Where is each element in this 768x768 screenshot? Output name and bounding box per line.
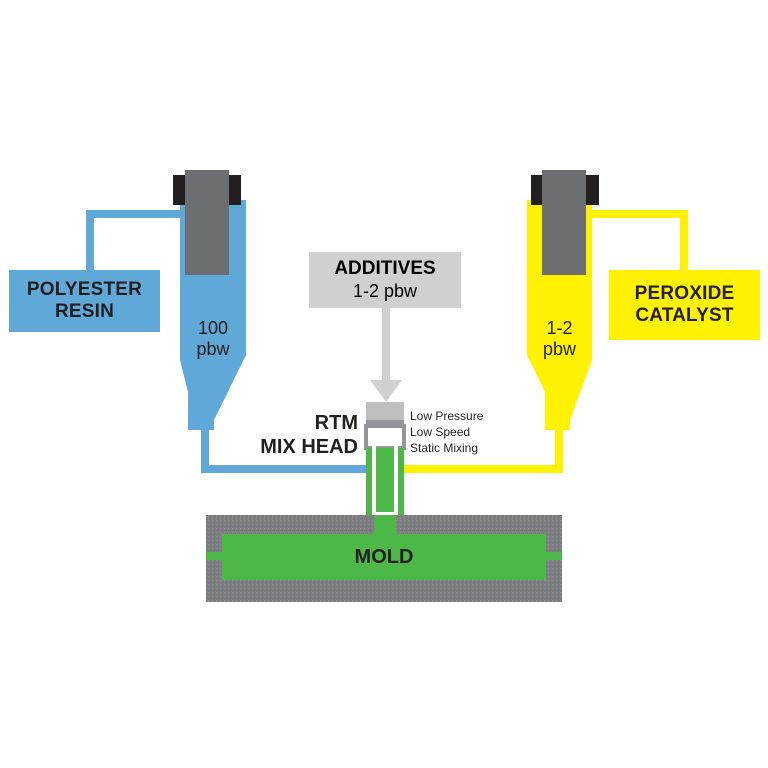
catalyst-label: PEROXIDE CATALYST	[609, 270, 760, 340]
catalyst-amount: 1-2 pbw	[527, 318, 592, 360]
mix-head-tube	[372, 428, 398, 516]
catalyst-label-line2: CATALYST	[635, 305, 734, 326]
mix-head-note-pressure: Low Pressure	[410, 409, 484, 423]
resin-outlet-line	[201, 428, 368, 473]
mix-head-cap	[366, 402, 404, 420]
additives-box	[309, 252, 461, 308]
mix-head-title-line2: MIX HEAD	[260, 436, 358, 458]
resin-label-line1: POLYESTER	[26, 279, 143, 300]
catalyst-outlet-line	[400, 428, 563, 473]
catalyst-feed-line	[590, 210, 688, 283]
resin-amount-unit: pbw	[196, 339, 230, 359]
resin-box	[9, 270, 160, 332]
mold-label: MOLD	[222, 534, 546, 580]
resin-piston	[185, 170, 229, 275]
resin-label: POLYESTER RESIN	[9, 270, 160, 332]
mold-label-text: MOLD	[354, 545, 414, 568]
catalyst-piston	[542, 170, 586, 275]
mix-head-title: RTM MIX HEAD	[240, 411, 358, 459]
catalyst-amount-value: 1-2	[546, 318, 573, 338]
catalyst-amount-unit: pbw	[542, 339, 577, 359]
additives-amount: 1-2 pbw	[352, 281, 418, 301]
resin-amount: 100 pbw	[180, 318, 246, 360]
catalyst-box	[609, 270, 760, 340]
mold-gate	[374, 515, 396, 537]
mix-head-notes: Low Pressure Low Speed Static Mixing	[410, 408, 483, 456]
mix-head-note-speed: Low Speed	[410, 425, 471, 439]
additives-feed-line	[382, 308, 390, 382]
additives-arrow-head	[370, 380, 402, 402]
mix-head-note-mixing: Static Mixing	[410, 441, 479, 455]
additives-title: ADDITIVES	[334, 258, 436, 279]
mix-head-cap-band	[366, 420, 404, 426]
resin-label-line2: RESIN	[54, 301, 115, 322]
mold-vent-left	[206, 552, 222, 560]
additives-label: ADDITIVES 1-2 pbw	[309, 252, 461, 308]
catalyst-label-line1: PEROXIDE	[634, 283, 735, 304]
resin-feed-line	[86, 210, 180, 275]
mold-vent-right	[546, 552, 562, 560]
mix-head-title-line1: RTM	[314, 412, 358, 434]
resin-amount-value: 100	[197, 318, 229, 338]
mold-cavity	[222, 534, 546, 580]
mix-head-mixer	[366, 448, 404, 518]
